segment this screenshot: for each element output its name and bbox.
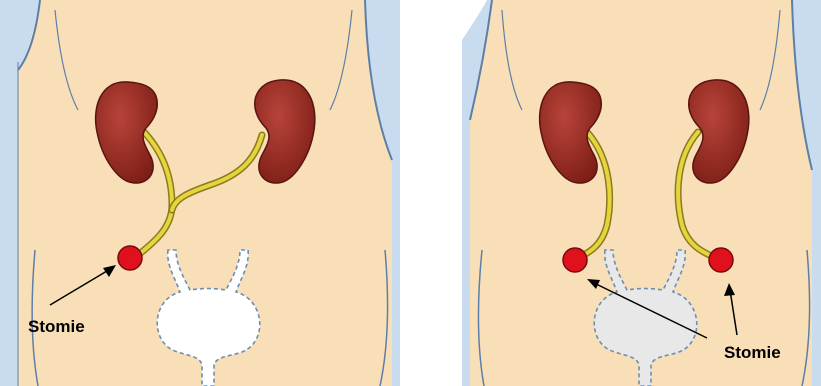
stoma-label: Stomie [28, 317, 85, 336]
left-stoma-marker [563, 248, 587, 272]
double-stoma-illustration: Stomie [462, 0, 821, 386]
stoma-marker [118, 246, 142, 270]
diagram-double-stoma: Stomie [462, 0, 821, 386]
diagram-single-stoma: Stomie [0, 0, 400, 386]
stoma-label: Stomie [724, 343, 781, 362]
right-stoma-marker [709, 248, 733, 272]
single-stoma-illustration: Stomie [0, 0, 400, 386]
